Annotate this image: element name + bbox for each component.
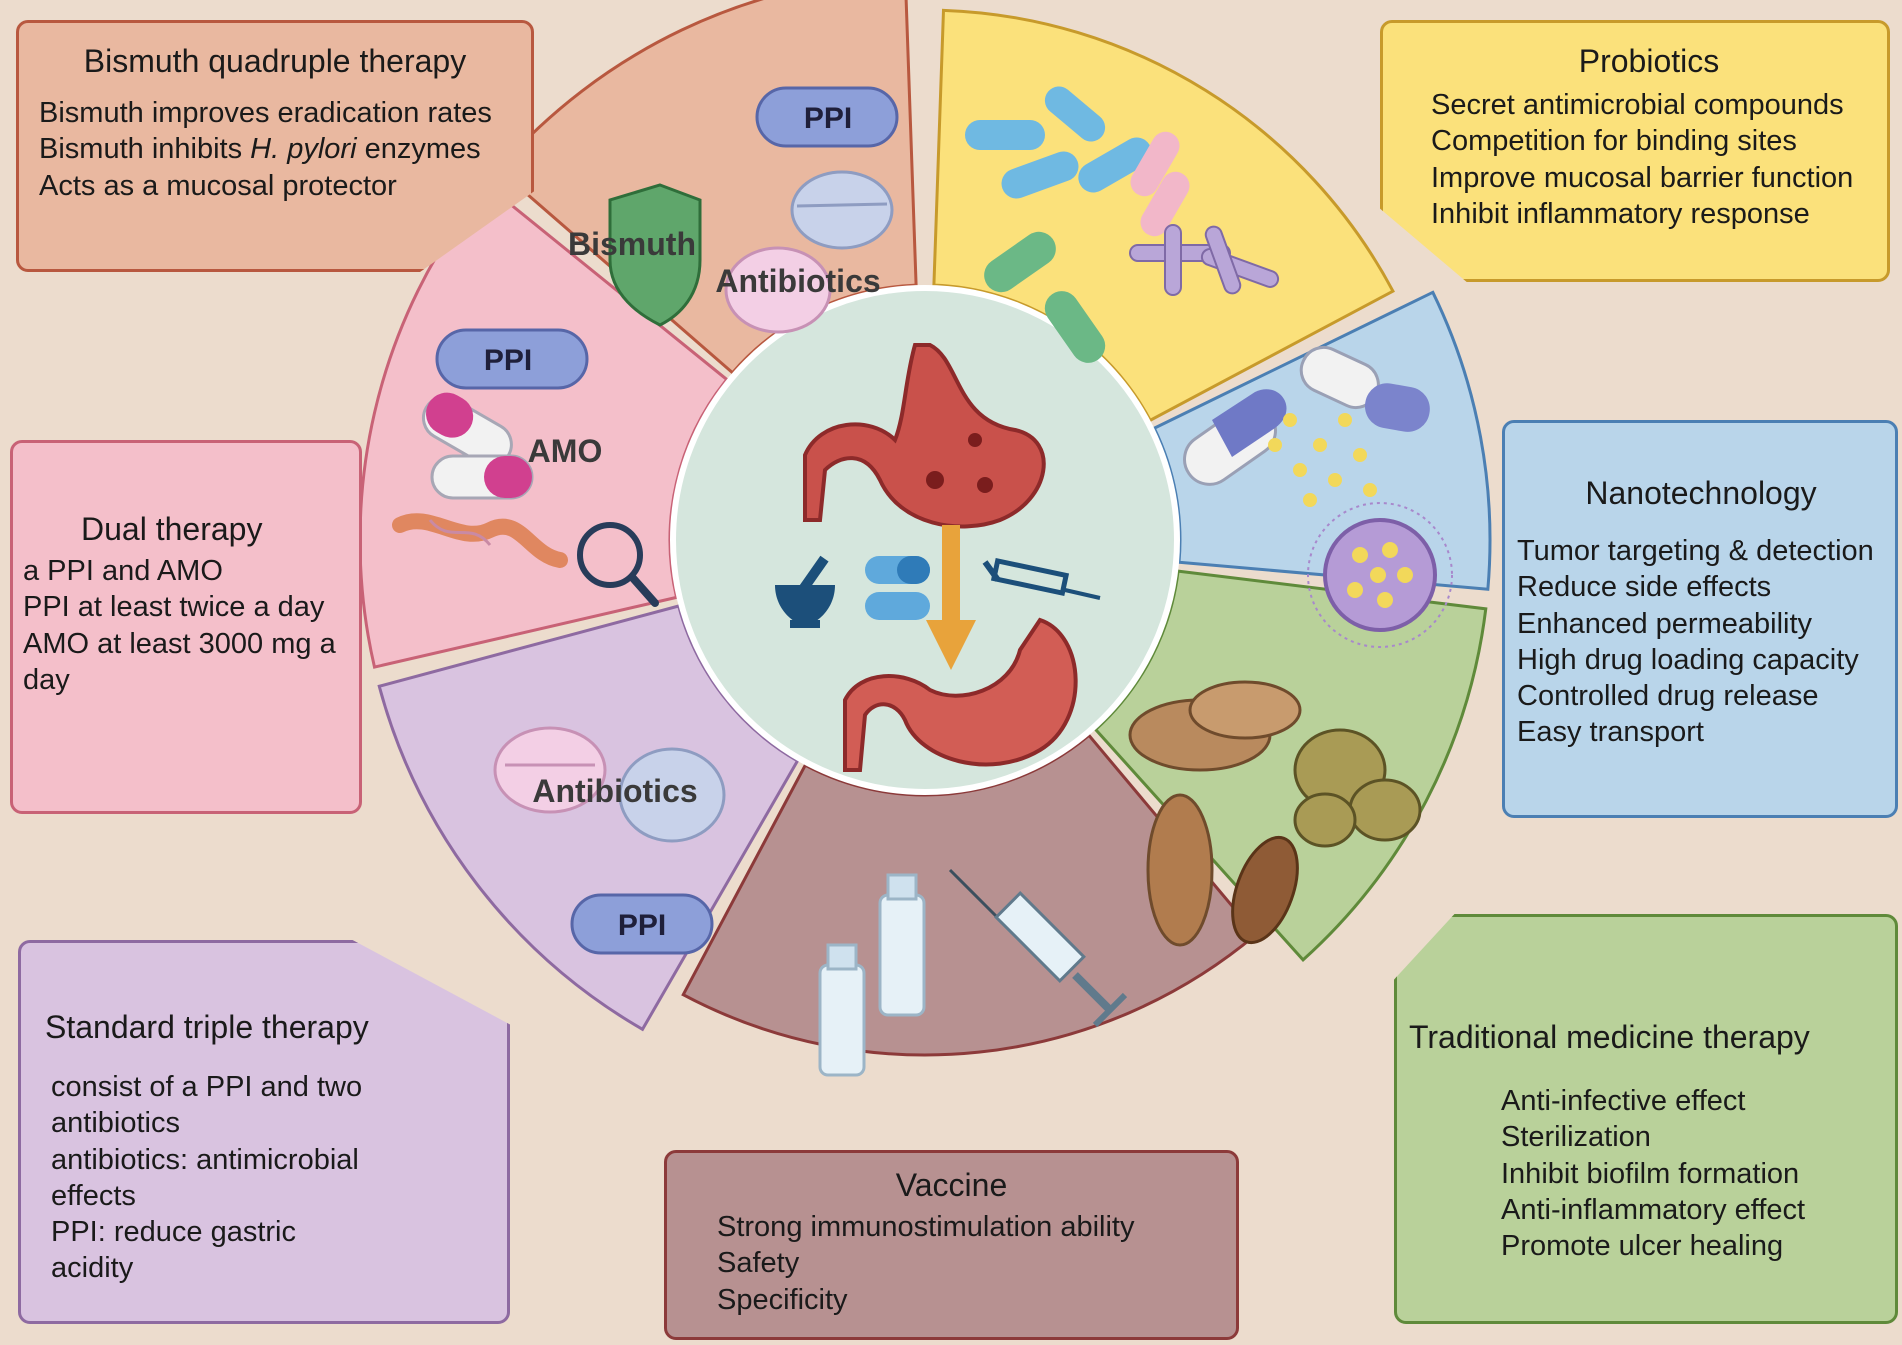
- antibiotics-label: Antibiotics: [532, 773, 697, 809]
- vial-icon: [818, 873, 926, 1077]
- syringe-icon: [948, 868, 1128, 1028]
- tablet-icon: [790, 170, 894, 250]
- particles-icon: [1268, 413, 1377, 507]
- antibiotics-label: Antibiotics: [715, 263, 880, 299]
- nanotech-item: Enhanced permeability: [1517, 607, 1813, 640]
- bismuth-label: Bismuth: [568, 226, 696, 262]
- nanotech-title: Nanotechnology: [1585, 475, 1817, 511]
- probiotics-item: Competition for binding sites: [1431, 125, 1797, 158]
- standard-triple-box: Standard triple therapy consist of a PPI…: [18, 940, 510, 1324]
- bismuth-item: Bismuth improves eradication rates: [39, 97, 492, 129]
- traditional-item: Anti-infective effect: [1501, 1085, 1746, 1117]
- triple-item: antibiotics: antimicrobial effects: [51, 1143, 359, 1212]
- traditional-item: Promote ulcer healing: [1501, 1230, 1784, 1262]
- triple-item: consist of a PPI and two antibiotics: [51, 1071, 363, 1140]
- ppi-capsule-icon: PPI: [435, 328, 589, 390]
- dual-item: PPI at least twice a day: [23, 591, 325, 624]
- traditional-title: Traditional medicine therapy: [1409, 1019, 1810, 1055]
- probiotics-title: Probiotics: [1578, 43, 1720, 79]
- traditional-item: Anti-inflammatory effect: [1501, 1193, 1806, 1226]
- bismuth-title: Bismuth quadruple therapy: [83, 43, 467, 79]
- tablet-icon: [493, 726, 726, 843]
- probiotics-item: Inhibit inflammatory response: [1431, 197, 1810, 230]
- nanotech-item: High drug loading capacity: [1517, 643, 1859, 676]
- ppi-capsule-icon: PPI: [755, 86, 899, 148]
- nanotech-item: Tumor targeting & detection: [1517, 535, 1874, 567]
- bismuth-item: Acts as a mucosal protector: [39, 169, 397, 202]
- vaccine-item: Strong immunostimulation ability: [717, 1211, 1135, 1243]
- ppi-label: PPI: [484, 344, 532, 377]
- herb-icon: [1128, 680, 1422, 947]
- capsule-icon: [865, 556, 930, 620]
- shield-icon: [608, 183, 702, 327]
- traditional-item: Inhibit biofilm formation: [1501, 1157, 1800, 1190]
- nanoparticle-icon: [1307, 502, 1453, 648]
- stomach-icon: [803, 343, 1046, 529]
- dual-item: AMO at least 3000 mg a day: [23, 627, 336, 696]
- vaccine-title: Vaccine: [895, 1167, 1008, 1203]
- probiotics-box: Probiotics Secret antimicrobial compound…: [1380, 20, 1890, 282]
- dual-title: Dual therapy: [81, 511, 263, 547]
- traditional-item: Sterilization: [1501, 1121, 1651, 1154]
- bacteria-icon: [965, 86, 1280, 363]
- ppi-label: PPI: [618, 909, 666, 942]
- nanotech-item: Controlled drug release: [1517, 680, 1819, 712]
- tablet-icon: [724, 246, 832, 334]
- traditional-medicine-box: Traditional medicine therapy Anti-infect…: [1394, 914, 1898, 1324]
- bacteria-icon: [392, 513, 568, 568]
- ppi-label: PPI: [804, 102, 852, 135]
- magnifier-icon: [577, 522, 659, 607]
- ppi-capsule-icon: PPI: [570, 893, 714, 955]
- nanotechnology-box: Nanotechnology Tumor targeting & detecti…: [1502, 420, 1898, 818]
- nanotech-item: Easy transport: [1517, 716, 1704, 749]
- probiotics-item: Secret antimicrobial compounds: [1431, 89, 1844, 121]
- arrow-icon: [926, 525, 976, 670]
- stomach-healthy-icon: [843, 617, 1078, 772]
- vaccine-item: Specificity: [717, 1283, 848, 1316]
- amo-capsule-icon: [421, 392, 534, 500]
- dual-item: a PPI and AMO: [23, 555, 223, 587]
- vaccine-item: Safety: [717, 1247, 800, 1280]
- dual-therapy-box: Dual therapy a PPI and AMO PPI at least …: [10, 440, 362, 814]
- nanotech-item: Reduce side effects: [1517, 571, 1772, 604]
- bismuth-quadruple-box: Bismuth quadruple therapy Bismuth improv…: [16, 20, 534, 272]
- amo-label: AMO: [528, 433, 603, 469]
- syringe-icon: [982, 557, 1101, 600]
- mortar-icon: [775, 555, 835, 628]
- bismuth-item: Bismuth inhibits H. pylori enzymes: [39, 133, 481, 166]
- triple-item: PPI: reduce gastric acidity: [51, 1216, 296, 1285]
- vaccine-box: Vaccine Strong immunostimulation ability…: [664, 1150, 1239, 1340]
- probiotics-item: Improve mucosal barrier function: [1431, 161, 1854, 194]
- triple-title: Standard triple therapy: [45, 1009, 369, 1045]
- capsule-icon: [1183, 345, 1430, 486]
